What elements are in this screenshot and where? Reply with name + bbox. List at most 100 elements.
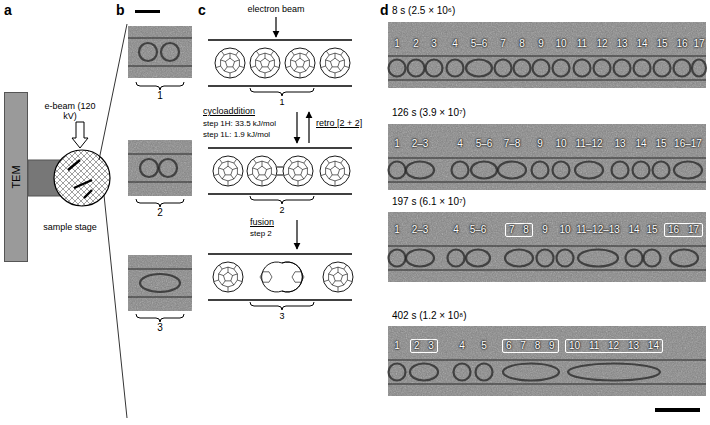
callout-number: 9 (538, 38, 544, 50)
group-box: 16 17 (664, 223, 703, 237)
tem-image (388, 124, 706, 190)
nanotube-bundle (84, 190, 92, 198)
figure-label: 8 s (2.5 × 10⁶) (392, 5, 455, 17)
figure-label: retro [2 + 2] (316, 118, 362, 128)
callout-number: 5–6 (470, 224, 487, 236)
nanotube-wall (208, 85, 352, 86)
brace (136, 82, 184, 90)
c60-cage (283, 156, 313, 186)
callout-number: 11–12–13 (576, 224, 620, 236)
callout-number: 2–3 (412, 138, 429, 150)
c60-cage (247, 156, 277, 186)
figure-label: cycloaddition (203, 106, 255, 116)
callout-number: 7 (500, 38, 506, 50)
microscope-box: TEM (4, 92, 28, 262)
figure-label: 3 (279, 311, 284, 321)
panel-label: c (198, 2, 206, 18)
group-box: 2 3 (410, 339, 438, 353)
callout-number: 15 (646, 224, 657, 236)
callout-number: 5 (481, 340, 487, 352)
callout-number: 1 (394, 340, 400, 352)
callout-number: 4 (459, 340, 465, 352)
callout-number: 13 (614, 138, 625, 150)
callout-number: 7–8 (504, 138, 521, 150)
figure-label: 3 (157, 322, 163, 334)
nanotube-bundle (68, 160, 80, 170)
step-arrow (296, 220, 297, 249)
callout-number: 9 (537, 138, 543, 150)
node-text: 6 7 8 9 (506, 340, 555, 351)
brace (136, 199, 184, 207)
figure-label: 2 (279, 205, 284, 215)
figure-label: 1 (157, 90, 163, 102)
group-box: 6 7 8 9 (502, 339, 559, 353)
callout-number: 12 (596, 38, 607, 50)
zoom-line (104, 195, 127, 418)
figure-label: 126 s (3.9 × 10⁷) (392, 107, 466, 119)
c60-cage (215, 48, 245, 78)
tem-image (388, 326, 706, 396)
figure-label: 2 (157, 207, 163, 219)
callout-number: 10 (559, 224, 570, 236)
panel-label: d (380, 2, 389, 18)
callout-number: 3 (431, 38, 437, 50)
c60-cage (320, 48, 350, 78)
callout-number: 4 (453, 224, 459, 236)
nanotube-wall (208, 299, 352, 300)
callout-number: 14 (635, 138, 646, 150)
nanotube-wall (208, 193, 352, 194)
node-text: TEM (10, 165, 22, 188)
nanotube-wall (208, 253, 352, 254)
callout-number: 11–12 (575, 138, 602, 150)
node-text: 10 11 12 13 14 (569, 340, 659, 351)
zoom-line (99, 24, 127, 160)
brace (250, 302, 314, 310)
callout-number: 1 (394, 38, 400, 50)
bond (277, 175, 283, 176)
brace (250, 196, 314, 204)
sample-grid (54, 150, 110, 206)
c60-cage (323, 262, 353, 292)
figure-label: 402 s (1.2 × 10⁸) (392, 310, 467, 322)
callout-number: 10 (555, 38, 566, 50)
callout-number: 15 (655, 138, 666, 150)
callout-number: 16–17 (674, 138, 702, 150)
callout-number: 14 (628, 224, 639, 236)
beam-label: e-beam (120 kV) (42, 101, 98, 122)
callout-number: 17 (693, 38, 704, 50)
callout-number: 10 (555, 138, 566, 150)
node-text: 7 8 (509, 224, 529, 235)
callout-number: 4 (457, 138, 463, 150)
figure-label: 1 (279, 97, 284, 107)
illustration (28, 10, 706, 418)
callout-number: 2–3 (412, 224, 429, 236)
step-arrow (275, 17, 276, 37)
c60-cage (250, 48, 280, 78)
callout-number: 16 (676, 38, 687, 50)
c60-cage (213, 156, 243, 186)
tem-image (128, 26, 192, 78)
c60-cage (320, 156, 350, 186)
callout-number: 9 (542, 224, 548, 236)
figure-label: step 1H: 33.5 kJ/mol (203, 119, 276, 128)
callout-number: 2 (413, 38, 419, 50)
callout-number: 1 (394, 224, 400, 236)
callout-number: 15 (656, 38, 667, 50)
tem-image (128, 255, 192, 311)
callout-number: 14 (636, 38, 647, 50)
brace (250, 88, 314, 96)
nanotube-bundle (74, 180, 92, 188)
c60-cage (213, 262, 243, 292)
c60-cage (285, 48, 315, 78)
callout-number: 5–6 (476, 138, 493, 150)
tem-image (388, 212, 706, 282)
callout-number: 8 (519, 38, 525, 50)
beam-arrow (72, 122, 88, 148)
nanotube-wall (208, 39, 352, 40)
panel-label: a (4, 2, 12, 18)
bond (277, 167, 283, 168)
figure-label: electron beam (247, 4, 304, 14)
scale-bar (655, 408, 700, 412)
